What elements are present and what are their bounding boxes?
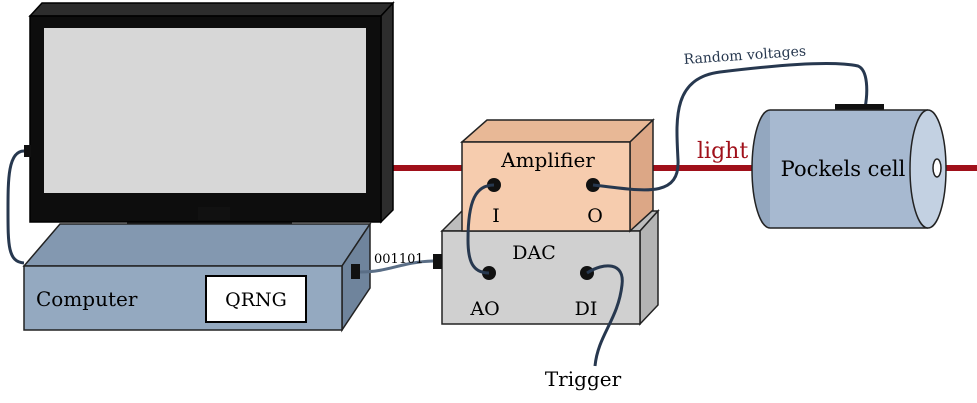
amplifier-i-label: I: [492, 205, 500, 227]
pockels-aperture: [933, 159, 941, 177]
dac-di-label: DI: [575, 298, 598, 320]
light-label: light: [697, 139, 748, 164]
computer-port: [351, 264, 360, 279]
pockels-cell-label: Pockels cell: [781, 157, 906, 181]
dac-input-port: [433, 254, 442, 269]
pockels-cell: Pockels cell: [752, 104, 946, 228]
amplifier-box: Amplifier I O: [462, 120, 653, 231]
dac-label: DAC: [512, 242, 556, 264]
monitor-stand-neck: [198, 207, 230, 220]
computer-box: Computer QRNG: [24, 224, 370, 330]
monitor: [24, 3, 393, 237]
dac-ao-label: AO: [469, 298, 499, 320]
monitor-screen: [44, 28, 366, 193]
bits-label: 001101: [374, 252, 424, 267]
qrng-label: QRNG: [225, 289, 287, 311]
amplifier-o-label: O: [587, 205, 603, 227]
computer-label: Computer: [36, 287, 138, 311]
monitor-port: [24, 145, 31, 157]
monitor-computer-cable: [8, 151, 24, 263]
amplifier-label: Amplifier: [500, 148, 595, 172]
trigger-label: Trigger: [545, 367, 622, 391]
